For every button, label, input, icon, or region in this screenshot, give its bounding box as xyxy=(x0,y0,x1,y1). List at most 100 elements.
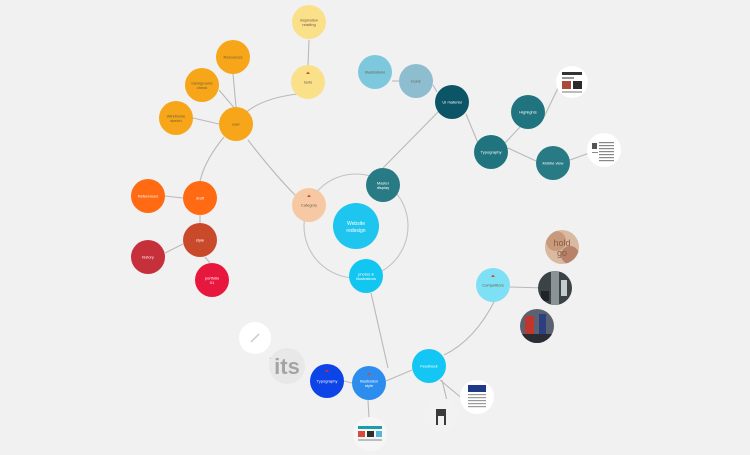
topic-circle xyxy=(195,263,229,297)
topic-label: Typography xyxy=(317,379,338,384)
attachment-icon xyxy=(491,274,495,277)
topic-label: UI material xyxy=(442,100,461,105)
connection-line xyxy=(247,139,297,197)
topic-node-mr[interactable]: Mobile view xyxy=(536,146,570,180)
ui-screenshot-thumbnail[interactable] xyxy=(353,417,387,451)
photo-thumbnail[interactable] xyxy=(538,271,572,305)
webpage-thumbnail[interactable] xyxy=(556,66,588,98)
topic-circle xyxy=(183,181,217,215)
topic-node-icons[interactable]: Icons xyxy=(399,64,433,98)
connection-line xyxy=(218,89,237,111)
topic-label: Icons xyxy=(411,79,421,84)
topic-label: 01 xyxy=(210,280,215,285)
topic-circle xyxy=(131,240,165,274)
topic-label: history xyxy=(142,255,154,260)
interior-photo-thumbnail[interactable] xyxy=(520,309,554,344)
connection-line xyxy=(382,109,441,169)
connection-line xyxy=(192,117,220,125)
topic-circle xyxy=(349,259,383,293)
topic-node-ref[interactable]: References xyxy=(131,179,165,213)
site-screenshot-thumbnail[interactable] xyxy=(460,380,494,414)
topic-circle xyxy=(352,366,386,400)
topic-node-typo2[interactable]: Typography xyxy=(310,364,344,398)
topic-label: inspiration xyxy=(300,17,318,22)
connection-line xyxy=(385,369,413,382)
topic-node-ui[interactable]: UI material xyxy=(435,85,469,119)
topic-circle xyxy=(474,135,508,169)
topic-label: Highlights xyxy=(519,110,537,115)
topic-circle xyxy=(536,146,570,180)
topic-label: References xyxy=(138,194,158,199)
topic-label: Resources xyxy=(223,55,242,60)
connection-line xyxy=(343,380,353,384)
attachment-icon xyxy=(307,194,311,197)
topic-circle xyxy=(219,107,253,141)
topic-node-pn[interactable]: photos &illustrations xyxy=(349,259,383,293)
attachment-icon xyxy=(306,71,310,74)
chair-photo-thumbnail[interactable] xyxy=(424,398,458,432)
topic-node-cat[interactable]: Category xyxy=(292,188,326,222)
topic-node-feed[interactable]: Feedback xyxy=(412,349,446,383)
topic-node-style[interactable]: style xyxy=(183,223,217,257)
topic-circle xyxy=(435,85,469,119)
topic-node-pill[interactable]: tools xyxy=(291,65,325,99)
topic-circle xyxy=(399,64,433,98)
topic-node-hist[interactable]: history xyxy=(131,240,165,274)
topic-label: Category xyxy=(301,203,317,208)
connection-line xyxy=(443,299,496,356)
topic-circle xyxy=(358,55,392,89)
center-topic-label: redesign xyxy=(346,228,365,234)
topic-label: Mobile view xyxy=(543,161,564,166)
topic-label: Master xyxy=(377,180,390,185)
topic-node-hp[interactable]: Highlights xyxy=(511,95,545,129)
connection-line xyxy=(507,147,537,162)
topic-circle xyxy=(185,68,219,102)
topic-label: Wireframe xyxy=(167,113,186,118)
link-thumbnail[interactable] xyxy=(239,322,271,354)
topic-label: display xyxy=(377,185,389,190)
topic-node-cmp[interactable]: Competitors xyxy=(476,268,510,302)
document-thumbnail[interactable] xyxy=(587,133,621,167)
topic-label: check xyxy=(197,85,207,90)
image-text: go xyxy=(557,248,567,258)
connection-line xyxy=(370,292,389,369)
connection-line xyxy=(465,113,479,144)
connection-line xyxy=(367,399,370,419)
connection-line xyxy=(164,243,184,254)
topic-label: photos & xyxy=(358,271,374,276)
connection-line xyxy=(232,73,237,108)
its-lettering-thumbnail[interactable]: its xyxy=(269,348,305,384)
topic-circle xyxy=(131,179,165,213)
topic-node-ux[interactable]: user xyxy=(219,107,253,141)
topic-node-res[interactable]: Resources xyxy=(216,40,250,74)
topic-circle xyxy=(366,168,400,202)
topic-node-def[interactable]: draft xyxy=(183,181,217,215)
topic-label: portfolio xyxy=(205,275,220,280)
image-text: hold xyxy=(553,238,570,248)
topic-label: user xyxy=(232,122,240,127)
topic-circle xyxy=(291,65,325,99)
topic-label: tools xyxy=(304,80,312,85)
topic-node-illu[interactable]: Illustrations xyxy=(358,55,392,89)
topic-circle xyxy=(292,5,326,39)
topic-label: reading xyxy=(302,22,315,27)
topic-circle xyxy=(216,40,250,74)
topic-circle xyxy=(292,188,326,222)
topic-label: background xyxy=(192,80,213,85)
topic-circle xyxy=(412,349,446,383)
topic-node-typo[interactable]: Typography xyxy=(474,135,508,169)
topic-circle xyxy=(310,364,344,398)
connection-line xyxy=(504,126,521,144)
attachment-icon xyxy=(325,369,329,372)
topic-label: sketch xyxy=(170,118,182,123)
